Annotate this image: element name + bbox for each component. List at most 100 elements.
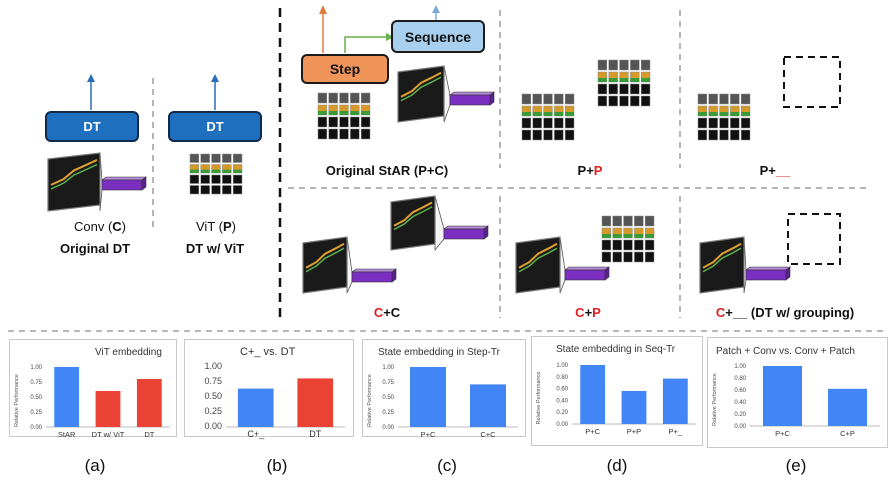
panel-label-a: (a) (84, 456, 106, 475)
y-tick-label: 1.00 (204, 361, 222, 371)
y-tick-label: 0.00 (204, 421, 222, 431)
pblank-prefix: P+ (759, 163, 776, 178)
chart-panel-d (531, 336, 703, 446)
conv-text: Conv ( (73, 219, 113, 234)
bar (621, 390, 647, 424)
c-plus-c-label: C+C (362, 305, 412, 320)
panel-label-d: (d) (606, 456, 628, 475)
x-tick-label: C+_ (247, 429, 265, 439)
patch-embedding-icon (697, 93, 751, 141)
conv-embedding-icon (47, 152, 147, 212)
y-tick-label: 0.75 (204, 376, 222, 386)
chart-1: C+_ vs. DT1.000.750.500.250.00C+_DT (204, 346, 345, 439)
p-plus-blank-label: P+__ (745, 163, 805, 178)
sequence-box: Sequence (391, 20, 485, 53)
dt-box-vit: DT (168, 111, 262, 142)
pblank-red: __ (775, 163, 791, 178)
y-tick-label: 0.00 (30, 425, 42, 431)
y-tick-label: 0.50 (30, 395, 42, 401)
cp-red2: P (592, 305, 601, 320)
conv-label: Conv (C) (60, 219, 140, 234)
x-tick-label: DT w/ ViT (92, 430, 125, 439)
chart-title: State embedding in Seq-Tr (556, 344, 676, 355)
bar (136, 379, 162, 427)
x-tick-label: C+P (840, 429, 855, 438)
p-plus-p-label: P+P (560, 163, 620, 178)
x-tick-label: DT (309, 429, 321, 439)
y-tick-label: 1.00 (556, 363, 568, 369)
x-tick-label: P+C (585, 427, 600, 436)
bar (410, 367, 446, 427)
bar (54, 367, 80, 427)
bar (662, 378, 688, 424)
y-axis-label: Relative Performance (367, 374, 373, 427)
dt-box-original: DT (45, 111, 139, 142)
y-tick-label: 0.20 (556, 410, 568, 416)
y-axis-label: Relative Performance (536, 372, 542, 425)
chart-title: State embedding in Step-Tr (378, 347, 501, 358)
y-tick-label: 0.40 (734, 400, 746, 406)
vit-key: P (222, 219, 232, 234)
y-tick-label: 0.00 (382, 425, 394, 431)
cc-suffix: +C (383, 305, 401, 320)
y-tick-label: 1.00 (734, 364, 746, 370)
y-tick-label: 0.25 (30, 410, 42, 416)
y-axis-label: Relative Performance (712, 373, 718, 426)
cgroup-red: C (715, 305, 726, 320)
y-tick-label: 0.25 (204, 406, 222, 416)
y-tick-label: 0.75 (382, 380, 394, 386)
panel-label-c: (c) (437, 456, 457, 475)
pp-prefix: P+ (577, 163, 594, 178)
conv-end: ) (121, 219, 127, 234)
patch-embedding-icon (597, 59, 651, 107)
y-tick-label: 1.00 (382, 365, 394, 371)
bar (828, 388, 867, 426)
y-tick-label: 0.40 (556, 398, 568, 404)
y-tick-label: 0.25 (382, 410, 394, 416)
x-tick-label: DT (144, 430, 154, 439)
c-plus-p-label: C+P (563, 305, 613, 320)
conv-embedding-icon (699, 236, 791, 294)
original-dt-label: Original DT (59, 241, 131, 256)
step-box: Step (301, 54, 389, 84)
conv-embedding-icon (515, 236, 610, 294)
x-tick-label: C+C (480, 430, 496, 439)
conv-embedding-icon (397, 65, 495, 123)
bar (237, 388, 274, 427)
x-tick-label: P+P (627, 427, 641, 436)
y-tick-label: 0.80 (734, 376, 746, 382)
patch-embedding-icon (601, 215, 655, 263)
bar (297, 378, 334, 427)
chart-title: C+_ vs. DT (240, 346, 296, 358)
y-tick-label: 0.80 (556, 375, 568, 381)
x-tick-label: P+_ (669, 427, 683, 436)
chart-title: ViT embedding (95, 347, 162, 358)
bar (470, 384, 506, 427)
y-tick-label: 0.50 (382, 395, 394, 401)
y-tick-label: 0.20 (734, 412, 746, 418)
patch-embedding-icon (521, 93, 575, 141)
cc-red: C (373, 305, 384, 320)
panel-label-e: (e) (785, 456, 807, 475)
y-tick-label: 0.75 (30, 380, 42, 386)
original-star-label: Original StAR (P+C) (325, 163, 449, 178)
embedding-thumbnails (47, 59, 791, 294)
y-tick-label: 1.00 (30, 365, 42, 371)
vit-label: ViT (P) (176, 219, 256, 234)
patch-embedding-icon (189, 153, 243, 195)
x-tick-label: P+C (421, 430, 436, 439)
panel-label-b: (b) (266, 456, 288, 475)
y-tick-label: 0.60 (556, 387, 568, 393)
dt-w-vit-label: DT w/ ViT (185, 241, 245, 256)
bar (763, 366, 802, 426)
conv-key: C (112, 219, 122, 234)
vit-end: ) (231, 219, 236, 234)
conv-embedding-icon (302, 236, 397, 294)
bar (95, 391, 121, 427)
